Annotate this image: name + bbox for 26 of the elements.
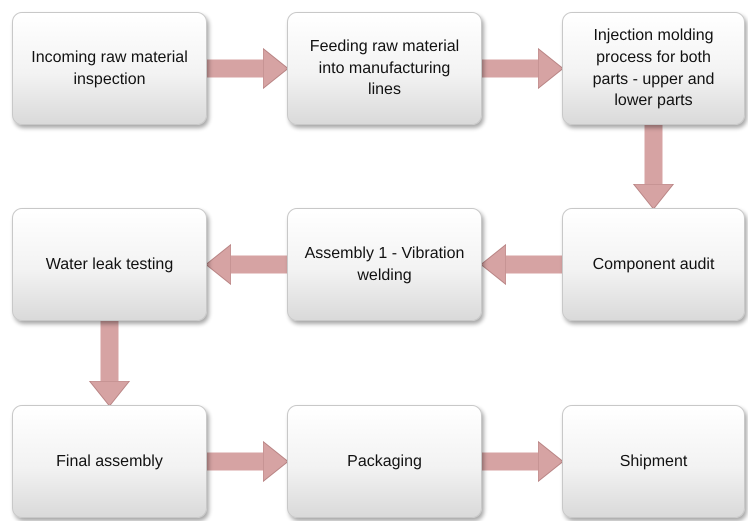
block-arrow <box>207 441 288 482</box>
step-label: Shipment <box>620 452 688 472</box>
step-label: Assembly 1 - Vibration welding <box>304 244 465 286</box>
process-box <box>12 405 207 518</box>
block-arrow <box>207 48 288 89</box>
block-arrow <box>89 321 130 406</box>
block-arrow <box>633 125 674 210</box>
step-label: Packaging <box>347 452 422 472</box>
process-box <box>12 208 207 321</box>
step-label: Component audit <box>592 254 714 275</box>
process-box <box>12 12 207 125</box>
block-arrow <box>482 48 564 89</box>
process-box <box>562 405 745 518</box>
block-arrow <box>480 244 562 285</box>
step-label: Feeding raw material into manufacturing lines <box>308 37 460 100</box>
step-label: Final assembly <box>56 452 163 472</box>
step-label: Injection molding process for both parts - upper and lower parts <box>592 26 716 112</box>
process-box <box>287 208 482 321</box>
process-box <box>287 12 482 125</box>
process-box <box>562 12 745 125</box>
block-arrow <box>482 441 564 482</box>
step-label: Incoming raw material inspection <box>30 48 189 90</box>
process-box <box>562 208 745 321</box>
step-label: Water leak testing <box>46 254 174 275</box>
process-box <box>287 405 482 518</box>
block-arrow <box>206 244 287 285</box>
